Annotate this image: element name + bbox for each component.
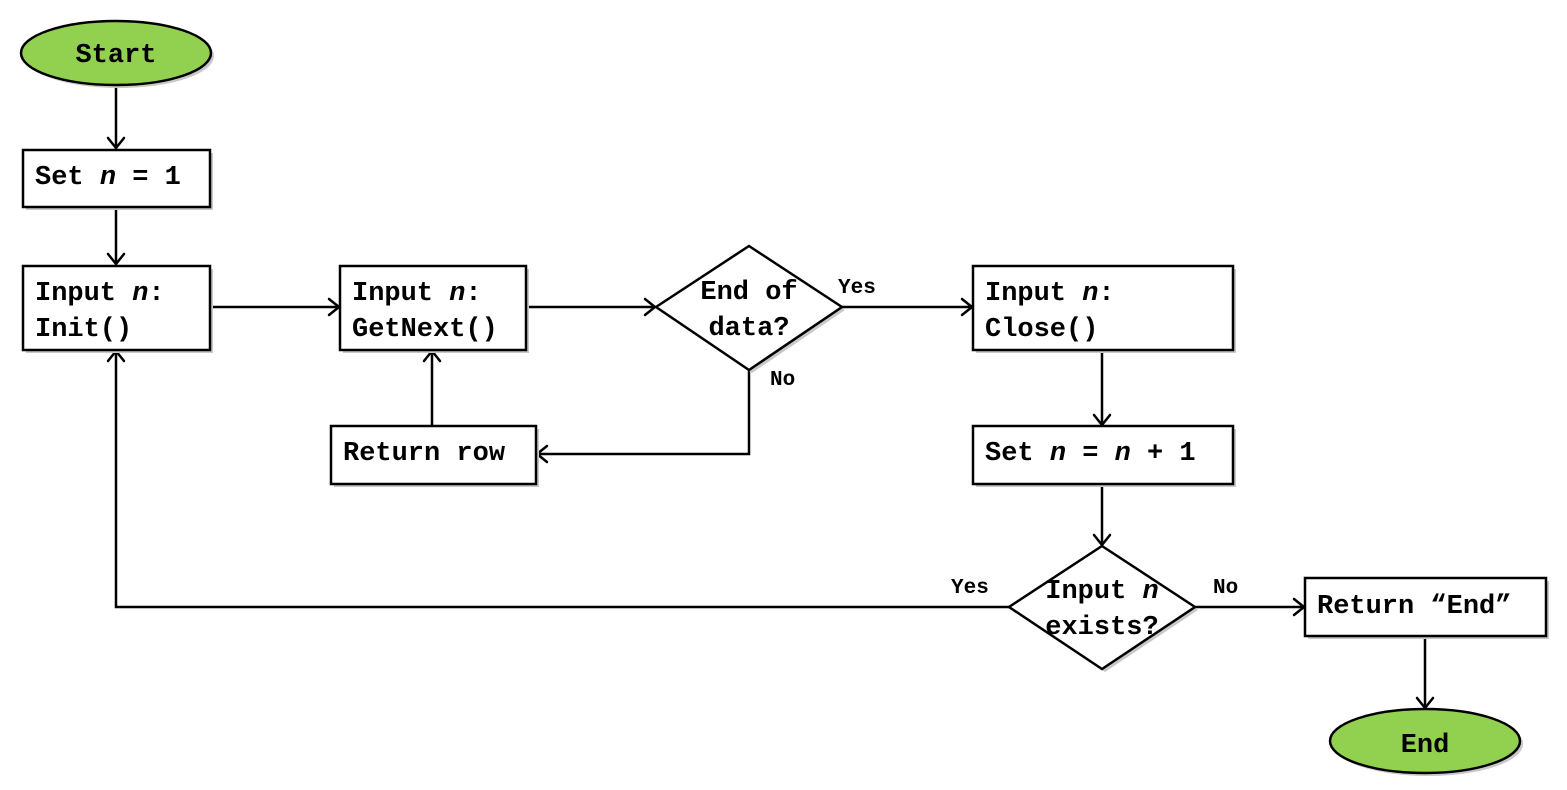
init-box: Input n: Init() [21,264,213,353]
getnext-box: Input n: GetNext() [338,264,529,353]
getnext-line2: GetNext() [352,315,498,345]
edge-getnext-to-decision [525,297,657,317]
return-end-box: Return “End” [1303,576,1549,639]
exists-no-label: No [1213,577,1238,600]
eod-no-label: No [770,369,795,392]
end-of-data-line2: data? [708,314,789,344]
set-n-1-label: Set n = 1 [35,163,181,193]
edge-decision-yes-to-close [842,297,974,317]
edge-return-end-to-end [1415,636,1435,710]
init-line2: Init() [35,315,132,345]
exists-yes-label: Yes [951,577,989,600]
input-exists-decision: Input n exists? [1006,544,1198,672]
close-line2: Close() [985,315,1098,345]
return-row-label: Return row [343,439,506,469]
end-label: End [1401,731,1450,761]
edge-decision-no-to-return-row [535,370,751,464]
set-n-1-box: Set n = 1 [21,148,213,210]
end-terminal: End [1328,707,1523,776]
end-of-data-line1: End of [700,278,797,308]
edge-close-to-set-inc [1092,350,1112,427]
edges [106,85,1435,710]
edge-return-row-to-getnext [422,349,442,425]
return-end-label: Return “End” [1317,592,1511,622]
input-exists-line1: Input n [1045,577,1158,607]
edge-exists-no-to-return-end [1195,597,1306,617]
edge-init-to-getnext [210,297,341,317]
init-line1: Input n: [35,279,165,309]
set-n-inc-box: Set n = n + 1 [971,424,1236,487]
eod-yes-label: Yes [838,277,876,300]
start-label: Start [75,41,156,71]
end-of-data-decision: End of data? [653,244,845,373]
edge-exists-yes-to-init [106,349,1009,609]
edge-start-to-set [106,85,126,150]
edge-set-inc-to-exists [1092,484,1112,547]
return-row-box: Return row [329,424,539,487]
getnext-line1: Input n: [352,279,482,309]
start-terminal: Start [19,19,214,88]
input-exists-line2: exists? [1045,613,1158,643]
edge-set-to-init [106,206,126,266]
close-line1: Input n: [985,279,1115,309]
set-n-inc-label: Set n = n + 1 [985,439,1196,469]
close-box: Input n: Close() [971,264,1236,353]
